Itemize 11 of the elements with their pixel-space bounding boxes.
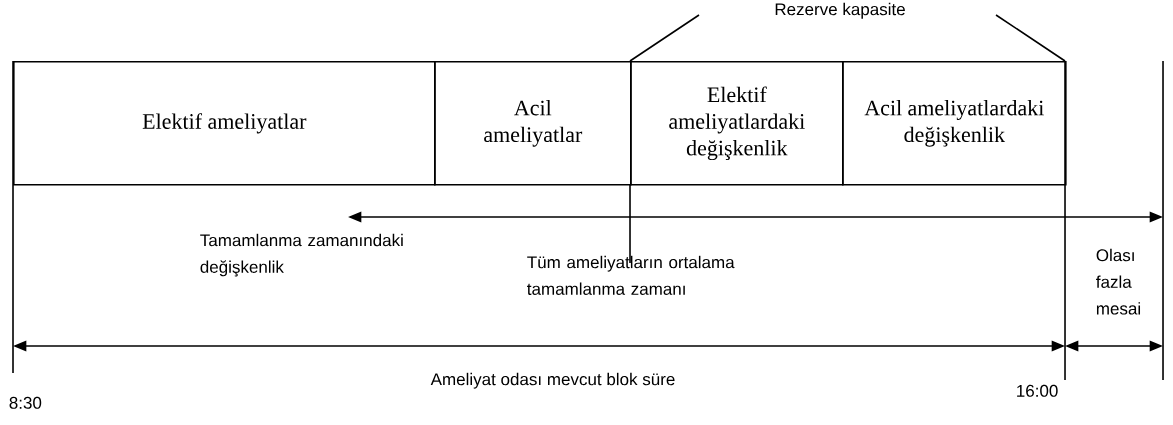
label: 8:30 [9, 396, 42, 409]
label: Ameliyat odası mevcut blok süre [430, 372, 675, 389]
cell: Acil ameliyatlardaki değişkenlik [842, 61, 1067, 186]
cell: Acil ameliyatlar [434, 61, 632, 186]
cell: Elektif ameliyatlar [13, 61, 436, 186]
label: Tüm ameliyatların ortalama tamamlanma zamanı [527, 255, 735, 295]
label: Tamamlanma zamanındaki değişkenlik [200, 233, 403, 277]
label: Rezerve kapasite [775, 2, 905, 19]
cell: Elektif ameliyatlardaki değişkenlik [630, 61, 844, 186]
label: 16:00 [1017, 384, 1058, 397]
label: Olası fazla mesai [1096, 248, 1140, 315]
